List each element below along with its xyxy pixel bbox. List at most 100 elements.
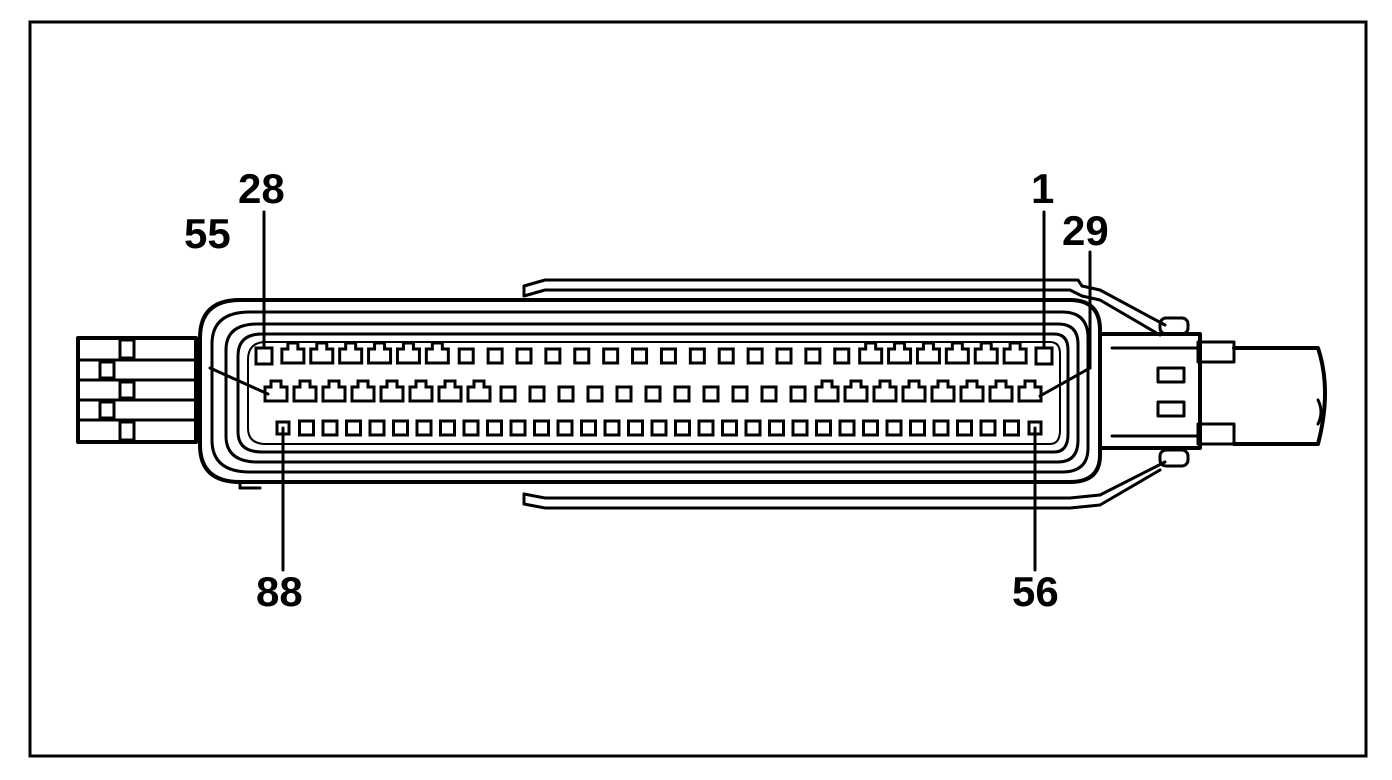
pin-middle-16	[702, 385, 720, 403]
left-latch	[76, 336, 198, 444]
leader-29b	[1038, 366, 1092, 398]
pin-top-8	[457, 347, 475, 365]
pin-middle-8	[466, 379, 492, 403]
pin-bottom-8	[439, 419, 456, 437]
pin-bottom-14	[580, 419, 597, 437]
pin-middle-23	[901, 379, 927, 403]
pin-top-9	[486, 347, 504, 365]
pin-middle-20	[814, 379, 840, 403]
label-pin-28: 28	[238, 165, 285, 212]
pin-bottom-22	[768, 419, 785, 437]
pin-row-top	[254, 341, 1054, 366]
label-pin-1: 1	[1031, 165, 1054, 212]
pin-middle-4	[350, 379, 376, 403]
pin-bottom-20	[721, 419, 738, 437]
pin-middle-3	[321, 379, 347, 403]
pin-bottom-25	[838, 419, 856, 437]
diagram-frame	[28, 20, 1368, 758]
label-pin-29: 29	[1062, 207, 1109, 254]
pin-bottom-13	[556, 419, 574, 437]
pin-top-7	[424, 341, 450, 365]
pin-bottom-6	[392, 419, 409, 437]
pin-middle-21	[843, 379, 869, 403]
pin-top-6	[395, 341, 421, 365]
pin-middle-26	[988, 379, 1014, 403]
pin-top-23	[887, 341, 913, 365]
pin-bottom-26	[862, 419, 879, 437]
pin-middle-1	[263, 379, 289, 403]
pin-middle-12	[586, 385, 604, 403]
pin-bottom-16	[627, 419, 644, 437]
pin-top-22	[858, 341, 884, 365]
pin-middle-7	[437, 379, 463, 403]
pin-bottom-5	[368, 419, 386, 437]
pin-middle-11	[557, 385, 575, 403]
pin-top-16	[688, 347, 706, 365]
pin-middle-5	[379, 379, 405, 403]
pin-middle-19	[789, 385, 807, 403]
pin-top-12	[573, 347, 591, 365]
pin-bottom-12	[533, 419, 550, 437]
pin-middle-22	[872, 379, 898, 403]
label-pin-56: 56	[1012, 568, 1059, 615]
pin-bottom-18	[674, 419, 691, 437]
pin-middle-9	[499, 385, 517, 403]
cable-strain-relief	[1068, 284, 1327, 510]
leader-lines	[208, 210, 1092, 572]
pin-bottom-11	[509, 419, 527, 437]
pin-top-4	[338, 341, 364, 365]
pin-bottom-30	[956, 419, 973, 437]
pin-bottom-9	[462, 419, 480, 437]
label-pin-88: 88	[256, 568, 303, 615]
leader-55	[208, 366, 270, 396]
pin-middle-18	[760, 385, 778, 403]
connector-housing	[198, 298, 1102, 490]
pin-middle-10	[528, 385, 546, 403]
pin-bottom-7	[415, 419, 433, 437]
pin-top-3	[309, 341, 335, 365]
pin-top-24	[915, 341, 941, 365]
pin-bottom-27	[885, 419, 903, 437]
pin-top-17	[717, 347, 735, 365]
pin-top-26	[973, 341, 999, 365]
pin-top-15	[659, 347, 677, 365]
pin-bottom-10	[486, 419, 503, 437]
pin-top-28	[1034, 346, 1054, 366]
label-pin-55: 55	[184, 210, 231, 257]
pin-bottom-21	[744, 419, 762, 437]
pin-middle-6	[408, 379, 434, 403]
pin-top-18	[746, 347, 764, 365]
pin-top-10	[515, 347, 533, 365]
pin-bottom-23	[791, 419, 809, 437]
pin-bottom-31	[979, 419, 997, 437]
pin-middle-2	[292, 379, 318, 403]
pin-row-bottom	[275, 419, 1043, 437]
pin-bottom-19	[697, 419, 715, 437]
guide-rails	[522, 278, 1084, 510]
pin-bottom-2	[298, 419, 315, 437]
pin-top-1	[254, 346, 274, 366]
pin-top-27	[1002, 341, 1028, 365]
pin-bottom-24	[815, 419, 832, 437]
pin-top-14	[631, 347, 649, 365]
pin-top-21	[833, 347, 851, 365]
pin-row-middle	[263, 379, 1043, 403]
pin-bottom-15	[603, 419, 621, 437]
pin-top-20	[804, 347, 822, 365]
pin-bottom-32	[1003, 419, 1020, 437]
pin-top-13	[602, 347, 620, 365]
pin-top-25	[944, 341, 970, 365]
pin-top-19	[775, 347, 793, 365]
pin-bottom-4	[345, 419, 362, 437]
pin-middle-17	[731, 385, 749, 403]
pin-middle-13	[615, 385, 633, 403]
pin-middle-27	[1017, 379, 1043, 403]
pin-top-2	[280, 341, 306, 365]
pin-middle-24	[930, 379, 956, 403]
pin-bottom-29	[932, 419, 950, 437]
pin-middle-14	[644, 385, 662, 403]
pin-middle-15	[673, 385, 691, 403]
pin-bottom-17	[650, 419, 668, 437]
pin-bottom-28	[909, 419, 926, 437]
pin-middle-25	[959, 379, 985, 403]
